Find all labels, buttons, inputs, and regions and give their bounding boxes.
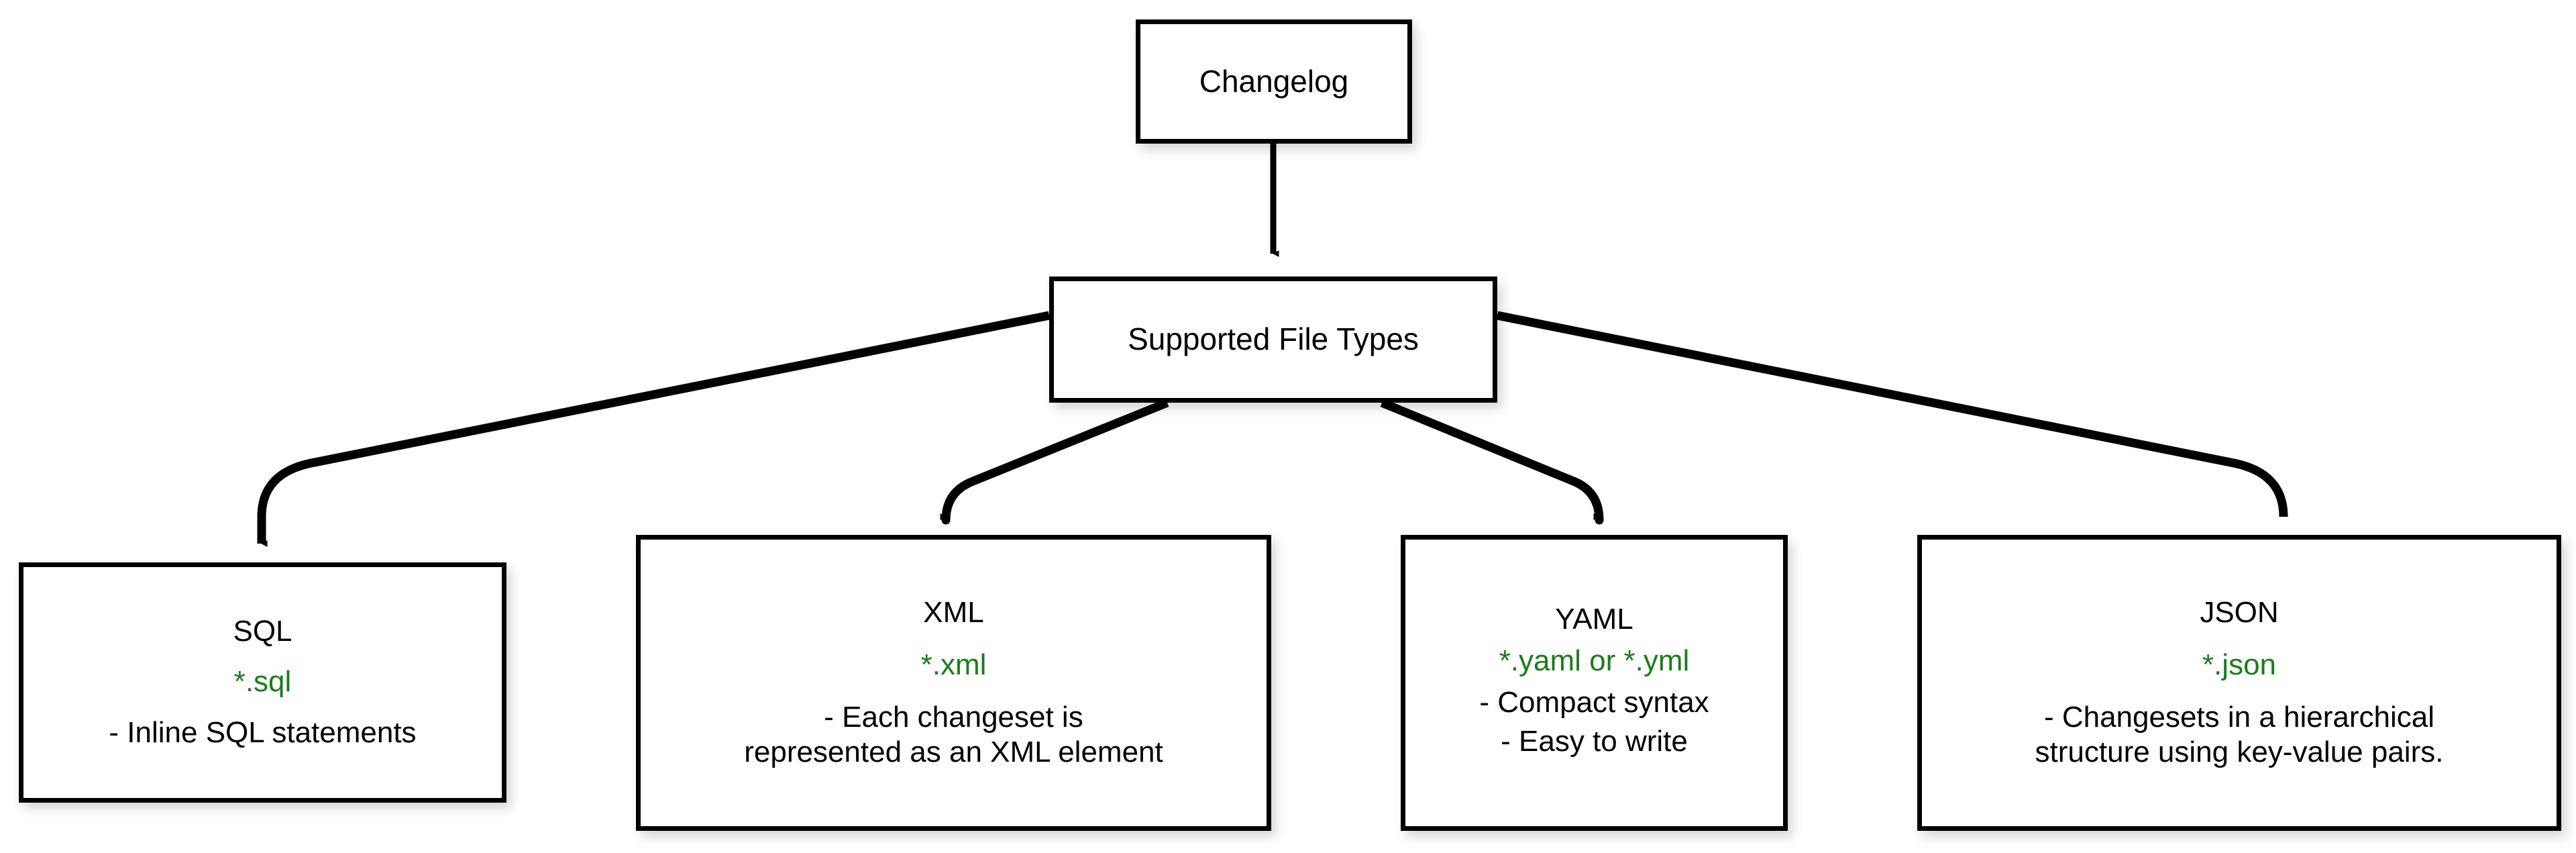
node-yaml-extension: *.yaml or *.yml xyxy=(1499,644,1690,677)
node-changelog-label: Changelog xyxy=(1199,63,1349,99)
node-supported-file-types[interactable]: Supported File Types xyxy=(1049,277,1497,403)
node-xml-description-line-1: - Each changeset is xyxy=(824,700,1083,734)
edge-supported-to-yaml xyxy=(1380,398,1604,525)
node-json-description-line-1: - Changesets in a hierarchical xyxy=(2043,700,2435,734)
node-xml-extension: *.xml xyxy=(920,648,987,681)
node-xml[interactable]: XML *.xml - Each changeset is represente… xyxy=(636,535,1271,831)
node-sql-description-line-1: - Inline SQL statements xyxy=(109,716,417,750)
node-json-title: JSON xyxy=(2200,596,2279,630)
edge-supported-to-xml xyxy=(946,398,1169,525)
node-json[interactable]: JSON *.json - Changesets in a hierarchic… xyxy=(1917,535,2561,831)
node-yaml-title: YAML xyxy=(1555,603,1633,636)
node-json-extension: *.json xyxy=(2202,648,2277,681)
node-sql-title: SQL xyxy=(233,614,292,648)
node-yaml-description-line-1: - Compact syntax xyxy=(1479,685,1709,719)
edge-supported-to-sql xyxy=(257,311,1051,544)
node-sql[interactable]: SQL *.sql - Inline SQL statements xyxy=(19,562,506,803)
node-xml-title: XML xyxy=(923,596,984,630)
node-xml-description-line-2: represented as an XML element xyxy=(744,735,1163,768)
node-changelog[interactable]: Changelog xyxy=(1136,19,1412,144)
node-yaml-description-line-2: - Easy to write xyxy=(1501,724,1688,758)
node-json-description-line-2: structure using key-value pairs. xyxy=(2035,735,2444,768)
node-yaml[interactable]: YAML *.yaml or *.yml - Compact syntax - … xyxy=(1401,535,1788,831)
node-supported-file-types-label: Supported File Types xyxy=(1128,321,1419,357)
node-sql-extension: *.sql xyxy=(233,665,292,699)
edge-supported-to-json xyxy=(1496,311,2284,517)
